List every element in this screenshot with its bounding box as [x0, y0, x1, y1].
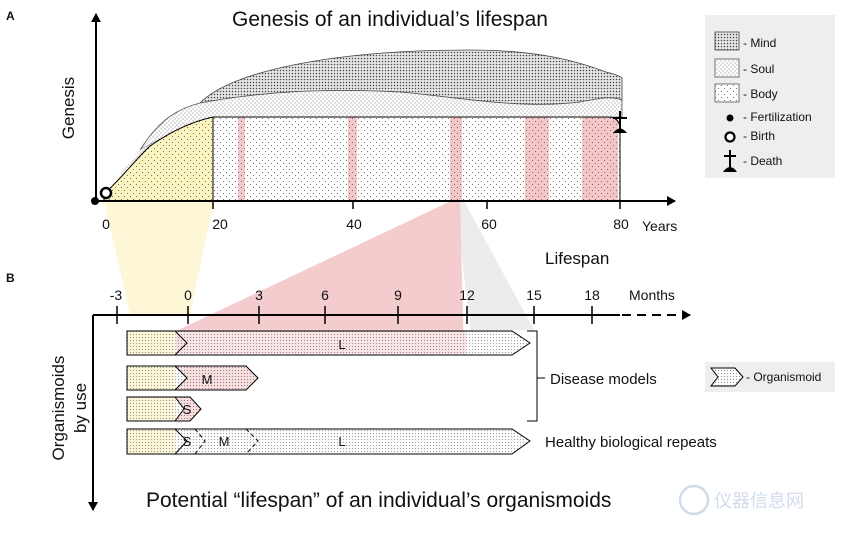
watermark-logo-icon — [678, 484, 710, 516]
organismoid-legend-swatch — [709, 367, 744, 387]
panel-a-letter: A — [6, 9, 15, 23]
panel-a-tick-60: 60 — [481, 216, 497, 232]
watermark-text: 仪器信息网 — [714, 491, 804, 512]
panel-a-tick-marks — [212, 201, 621, 209]
panel-b-tick-9: 9 — [394, 287, 402, 303]
panel-b-tick-6: 6 — [321, 287, 329, 303]
zoom-wedge-pink — [176, 201, 464, 355]
watermark: 仪器信息网 — [678, 484, 804, 516]
panel-b-tick-3: 3 — [255, 287, 263, 303]
legend-death-label: - Death — [743, 154, 782, 168]
healthy-repeats-label: Healthy biological repeats — [545, 434, 717, 451]
death-marker — [613, 111, 627, 133]
disease-models-label: Disease models — [550, 371, 657, 388]
panel-a-tick-80: 80 — [613, 216, 629, 232]
legend-death-icon — [723, 150, 737, 172]
panel-b-y-label-line1: Organismoids — [49, 356, 68, 461]
panel-b-tick-m3: -3 — [110, 287, 123, 303]
body-early-outline — [103, 116, 214, 202]
legend-mind-swatch — [714, 31, 740, 51]
panel-a-title: Genesis of an individual’s lifespan — [232, 8, 548, 31]
panel-b-y-label-line2: by use — [71, 383, 90, 433]
zoom-wedge-early-life — [104, 201, 214, 314]
legend-mind-label: - Mind — [743, 36, 776, 50]
organismoid-l — [126, 330, 531, 356]
panel-a-tick-40: 40 — [346, 216, 362, 232]
panel-b-tick-0: 0 — [184, 287, 192, 303]
legend-body-label: - Body — [743, 87, 778, 101]
legend-body-swatch — [714, 83, 740, 103]
healthy-m-label: M — [219, 434, 230, 449]
organismoid-m-label: M — [202, 372, 213, 387]
healthy-s-label: S — [183, 434, 192, 449]
organismoid-m — [126, 365, 259, 391]
organismoid-s — [126, 396, 202, 422]
legend-fertilization-label: - Fertilization — [743, 110, 812, 124]
legend-birth-icon — [724, 131, 736, 143]
organismoid-s-label: S — [183, 402, 192, 417]
panel-b-tick-15: 15 — [526, 287, 542, 303]
disease-models-bracket — [527, 330, 538, 422]
panel-b-letter: B — [6, 271, 15, 285]
legend-birth-label: - Birth — [743, 129, 775, 143]
legend-fertilization-icon — [726, 114, 734, 122]
legend-soul-label: - Soul — [743, 62, 774, 76]
body-adult-outline — [212, 116, 621, 201]
panel-a-tick-20: 20 — [212, 216, 228, 232]
panel-a-legend: - Mind - Soul - Body - Fertilization - B… — [705, 15, 835, 178]
panel-a-y-label: Genesis — [59, 77, 78, 139]
panel-a-x-unit: Years — [642, 218, 677, 234]
panel-b-tick-marks — [116, 306, 593, 324]
legend-soul-swatch — [714, 58, 740, 78]
panel-b-tick-18: 18 — [584, 287, 600, 303]
birth-marker — [99, 186, 113, 200]
organismoid-l-label: L — [338, 337, 345, 352]
panel-b-x-unit: Months — [629, 287, 675, 303]
organismoid-healthy — [126, 428, 531, 455]
panel-a-x-label: Lifespan — [545, 249, 609, 268]
healthy-l-label: L — [338, 434, 345, 449]
panel-b-title: Potential “lifespan” of an individual’s … — [146, 489, 611, 512]
fertilization-marker — [91, 197, 99, 205]
panel-b-tick-12: 12 — [459, 287, 475, 303]
organismoid-legend: - Organismoid — [705, 362, 835, 392]
zoom-wedge-gray — [456, 201, 534, 330]
panel-a-tick-0: 0 — [102, 216, 110, 232]
organismoid-legend-label: - Organismoid — [746, 370, 821, 384]
